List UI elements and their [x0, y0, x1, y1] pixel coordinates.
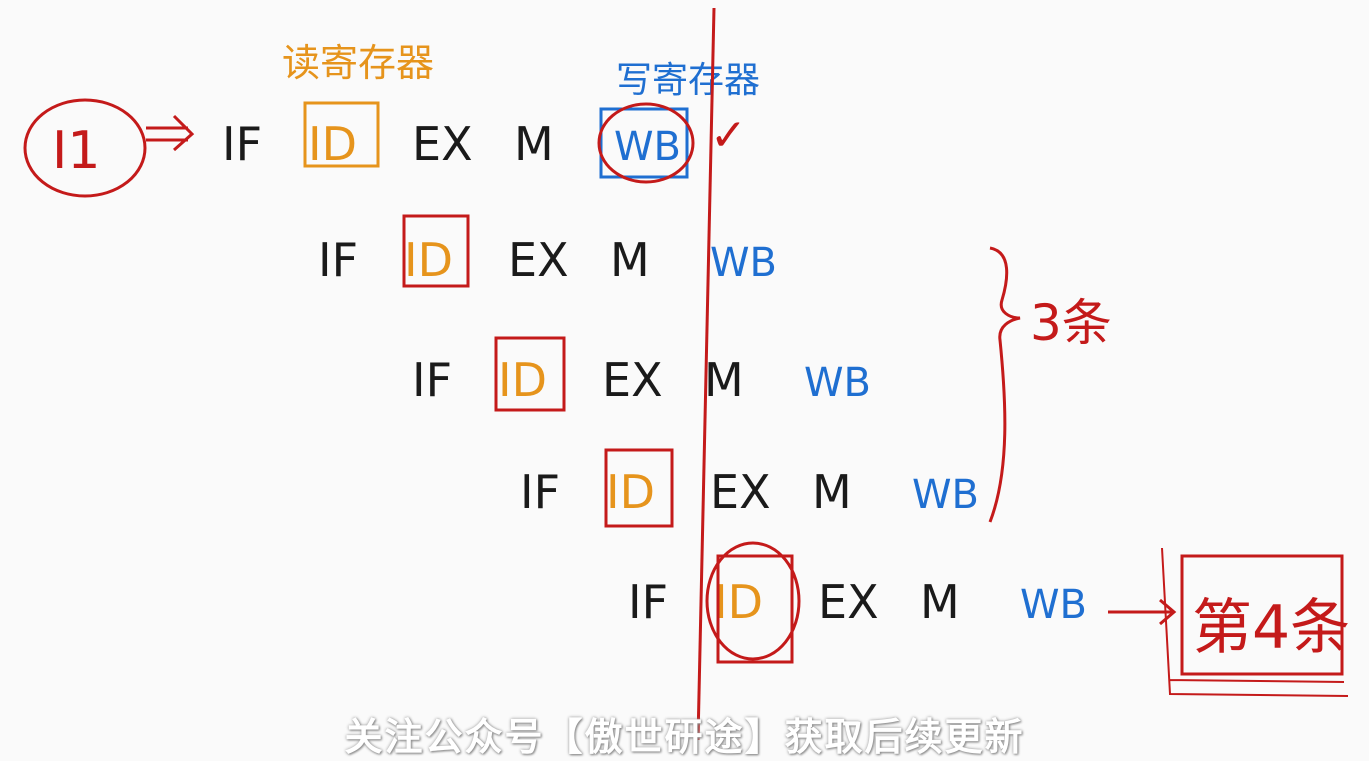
stage-id-row-1: ID [308, 117, 357, 171]
write-register-label: 写寄存器 [616, 60, 760, 101]
read-register-label: 读寄存器 [282, 41, 434, 85]
stage-wb-row-4: WB [912, 472, 979, 518]
instruction-arrow [146, 114, 195, 152]
stage-wb-row-5: WB [1020, 582, 1087, 628]
stage-m-row-5: M [920, 575, 960, 629]
stage-if-row-5: IF [628, 575, 668, 629]
stage-m-row-4: M [812, 465, 852, 519]
pipeline-row-2: IF ID EX M WB [318, 233, 777, 287]
pipeline-row-3: IF ID EX M WB [412, 353, 871, 407]
stage-m-row-1: M [514, 117, 554, 171]
pipeline-row-4: IF ID EX M WB [520, 465, 979, 519]
result-box-underline [1161, 547, 1349, 697]
stage-ex-row-2: EX [508, 233, 569, 287]
stage-if-row-4: IF [520, 465, 560, 519]
stage-ex-row-3: EX [602, 353, 663, 407]
id-circle-row-5 [705, 541, 801, 661]
stage-ex-row-1: EX [412, 117, 473, 171]
subtitle-caption: 关注公众号【傲世研途】获取后续更新 [344, 715, 1025, 759]
clock-cycle-divider [696, 7, 716, 741]
instruction-i1: I1 [23, 98, 147, 198]
stage-m-row-3: M [704, 353, 744, 407]
check-mark: ✓ [710, 110, 747, 161]
stage-wb-row-1: WB [614, 124, 681, 170]
stage-if-row-3: IF [412, 353, 452, 407]
instruction-label: I1 [52, 121, 100, 181]
result-box [1180, 554, 1344, 676]
stall-brace [988, 246, 1021, 523]
stage-wb-row-2: WB [710, 240, 777, 286]
stage-ex-row-5: EX [818, 575, 879, 629]
stage-m-row-2: M [610, 233, 650, 287]
stage-id-row-3: ID [498, 353, 547, 407]
id-box-row-4 [604, 448, 674, 528]
id-box-row-3 [494, 336, 566, 412]
stage-id-row-5: ID [714, 575, 763, 629]
stage-if-row-2: IF [318, 233, 358, 287]
id-box-row-2 [402, 214, 470, 288]
result-label: 第4条 [1192, 593, 1350, 663]
wb-circle-row-1 [597, 102, 695, 184]
stage-wb-row-3: WB [804, 360, 871, 406]
wb-box-row-1 [599, 107, 689, 179]
stage-ex-row-4: EX [710, 465, 771, 519]
stage-if-row-1: IF [222, 117, 262, 171]
pipeline-row-1: IF ID EX M WB [222, 117, 681, 171]
id-box-row-1 [303, 101, 380, 168]
stage-id-row-2: ID [404, 233, 453, 287]
id-box-row-5 [716, 554, 794, 664]
pipeline-row-5: IF ID EX M WB [628, 575, 1087, 629]
stage-id-row-4: ID [606, 465, 655, 519]
stall-count-label: 3条 [1030, 294, 1112, 352]
